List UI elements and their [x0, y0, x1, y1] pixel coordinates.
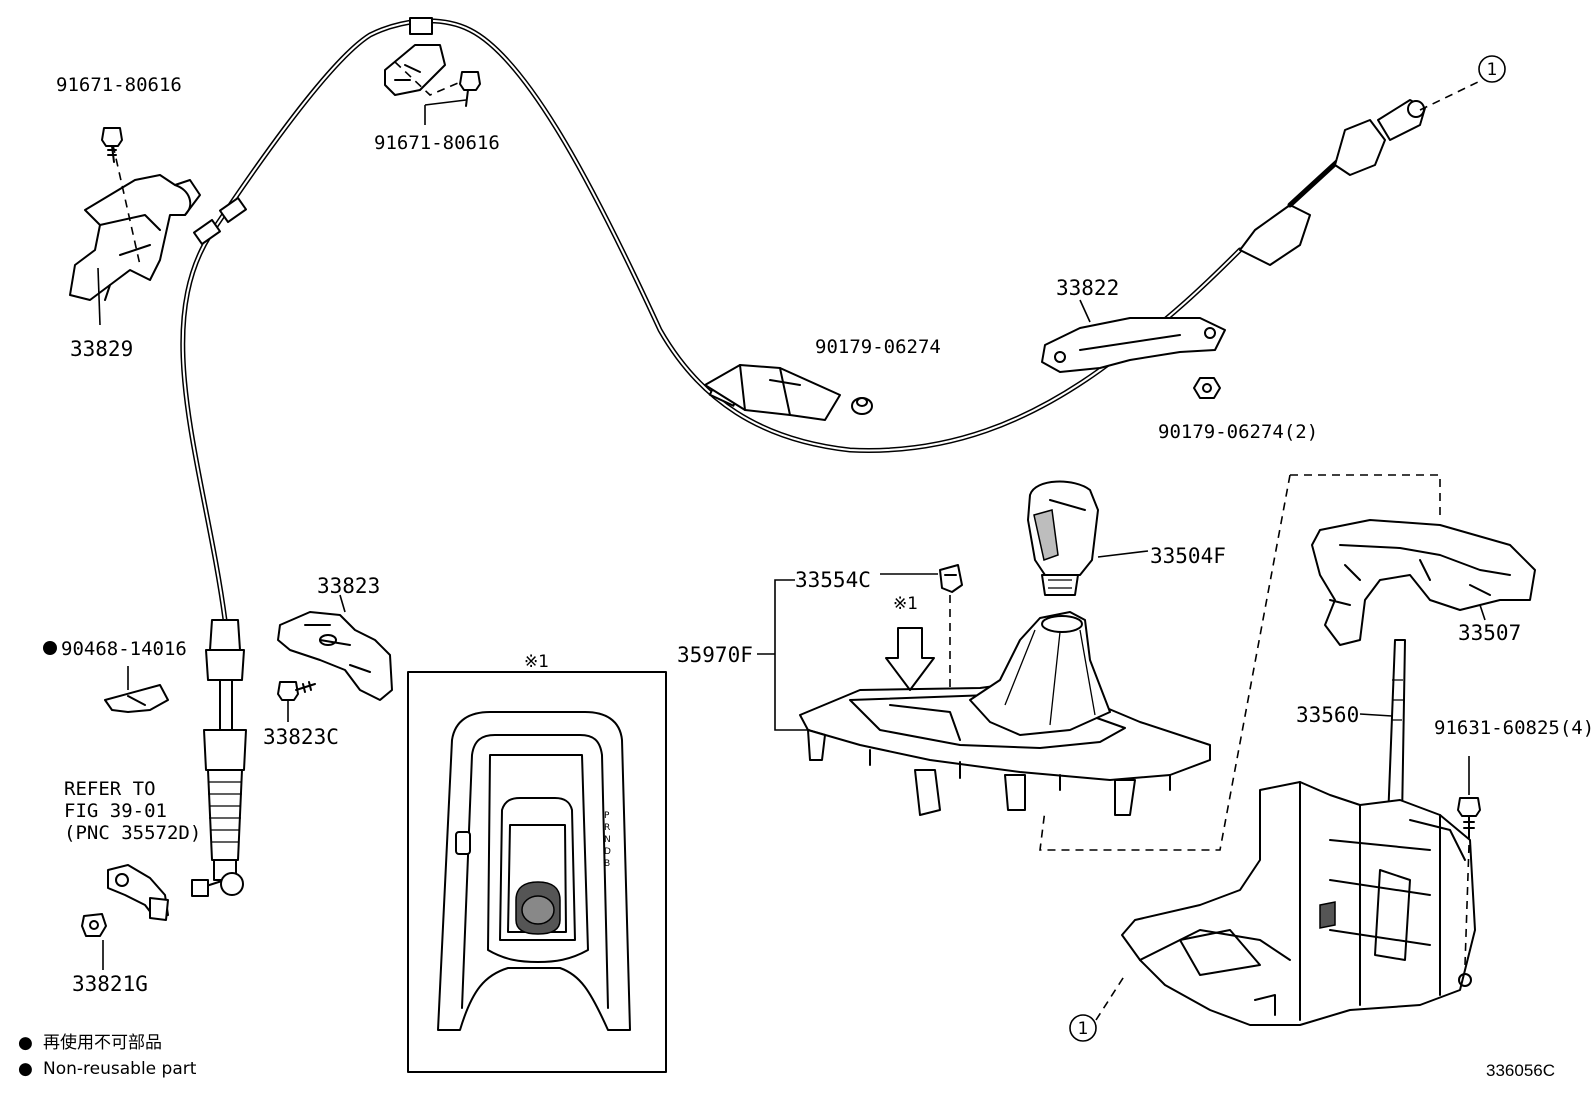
circle-ref-top-leader: [1419, 81, 1479, 111]
label-33560: 33560: [1296, 703, 1359, 727]
label-33823C: 33823C: [263, 725, 339, 749]
lever-33560: [1359, 639, 1406, 821]
bracket-lower-left: [107, 864, 169, 921]
nut-90179-b: [1193, 377, 1221, 399]
circle-ref-top-number: 1: [1487, 60, 1498, 80]
nut-33821G: [81, 913, 107, 970]
label-33829: 33829: [70, 337, 133, 361]
label-33821G: 33821G: [72, 972, 148, 996]
refer-note-line3: (PNC 35572D): [64, 822, 201, 844]
dashed-group-outline: [1039, 474, 1441, 851]
label-90468-14016: 90468-14016: [61, 638, 187, 660]
refer-note-line2: FIG 39-01: [64, 800, 167, 822]
bolt-91671-mid: [424, 71, 481, 125]
view-direction-arrow: [885, 627, 935, 691]
shift-mechanism-base: [1121, 781, 1476, 1026]
label-91671-80616-mid: 91671-80616: [374, 132, 500, 154]
bolt-91631: [1457, 756, 1481, 966]
diagram-code: 336056C: [1486, 1061, 1555, 1080]
gear-letter-n: N: [604, 835, 611, 845]
circle-ref-bottom-leader: [1095, 974, 1126, 1021]
circle-ref-bottom: 1: [1069, 1014, 1097, 1042]
label-33504F: 33504F: [1150, 544, 1226, 568]
bracket-33829: [69, 144, 201, 326]
gear-letter-p: P: [604, 811, 610, 821]
gear-letter-d: D: [604, 847, 611, 857]
bracket-33823: [277, 594, 393, 701]
nut-90179-a: [851, 397, 873, 415]
label-91631-60825-4: 91631-60825(4): [1434, 717, 1592, 739]
label-33823: 33823: [317, 574, 380, 598]
bracket-cable-top: [384, 44, 466, 96]
label-90179-06274-2: 90179-06274(2): [1158, 421, 1318, 443]
shift-knob-33504F: [1027, 480, 1149, 596]
legend-bullet-en: ●: [18, 1059, 33, 1079]
clip-90468-14016: [104, 666, 169, 713]
bolt-91671-left: [101, 127, 123, 163]
label-33507: 33507: [1458, 621, 1521, 645]
cable-end-left: [191, 619, 247, 897]
circle-ref-top: 1: [1478, 55, 1506, 83]
label-90179-06274: 90179-06274: [815, 336, 941, 358]
gear-letter-r: R: [604, 823, 610, 833]
legend: ● 再使用不可部品 ● Non-reusable part: [18, 1032, 197, 1079]
view-arrow-mark: ※1: [893, 594, 918, 614]
label-91671-80616-left: 91671-80616: [56, 74, 182, 96]
nonreusable-bullet-90468: [43, 641, 57, 655]
cable-holder-middle: [704, 364, 841, 421]
label-35970F: 35970F: [677, 643, 753, 667]
legend-japanese: 再使用不可部品: [43, 1032, 162, 1053]
label-33822: 33822: [1056, 276, 1119, 300]
legend-english: Non-reusable part: [43, 1059, 197, 1079]
gear-letter-b: B: [604, 859, 610, 869]
shift-cable: [180, 17, 1426, 623]
cable-boot: [207, 769, 243, 861]
view-box-console: [407, 671, 667, 1073]
legend-bullet-jp: ●: [18, 1033, 33, 1053]
refer-note-line1: REFER TO: [64, 778, 156, 800]
shift-panel-35970F: [757, 579, 1211, 816]
circle-ref-bottom-number: 1: [1078, 1019, 1089, 1039]
view-box-mark: ※1: [524, 652, 549, 672]
gear-indicator: P R N D B: [604, 811, 611, 869]
bolt-33823C: [277, 681, 316, 722]
bracket-33822: [1041, 299, 1226, 373]
label-33554C: 33554C: [795, 568, 871, 592]
cover-33507: [1311, 519, 1536, 646]
clip-33554C: [880, 564, 963, 690]
